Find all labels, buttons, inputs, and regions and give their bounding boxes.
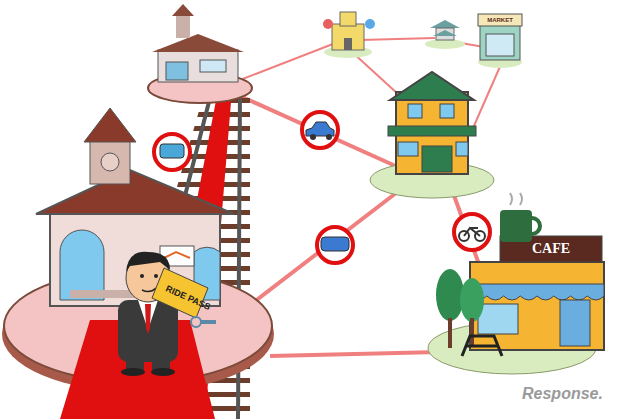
- market-building: [478, 14, 522, 68]
- route-lines: [240, 38, 502, 356]
- market-sign: MARKET: [487, 17, 513, 23]
- man-figure: [118, 252, 216, 376]
- house: [370, 72, 494, 198]
- top-station: [148, 4, 252, 103]
- transport-badges: [154, 112, 490, 263]
- watermark: Response.: [522, 386, 603, 402]
- cafe-building: [428, 193, 604, 374]
- cafe-sign: CAFE: [532, 242, 570, 256]
- main-station: [2, 108, 274, 419]
- temple-icon: [425, 20, 465, 49]
- castle-icon: [323, 12, 375, 58]
